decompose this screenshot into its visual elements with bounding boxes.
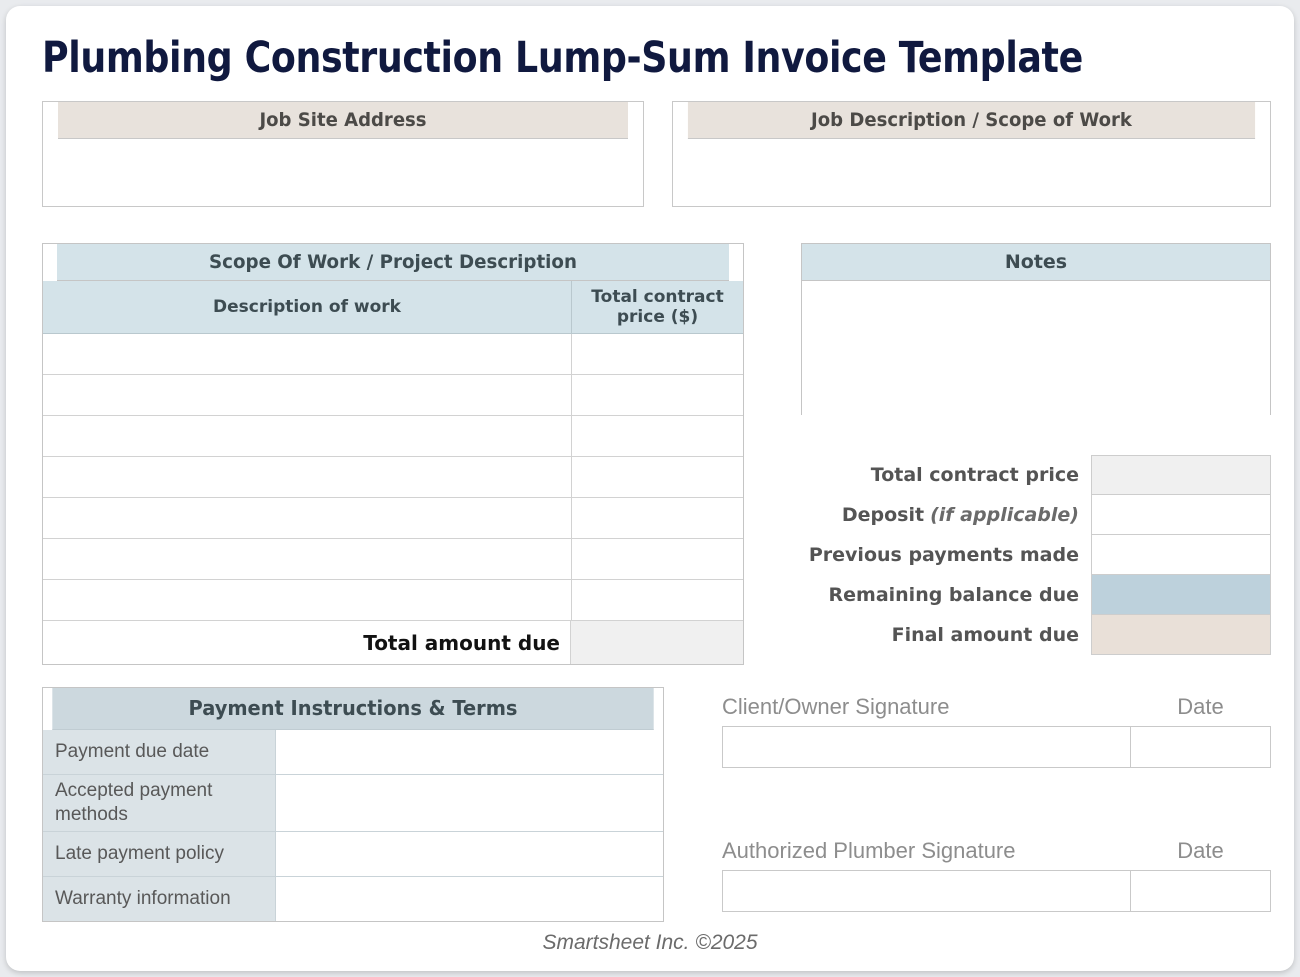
table-row	[43, 416, 743, 457]
cell-price[interactable]	[572, 334, 743, 374]
totals-label-text: Final amount due	[891, 624, 1079, 646]
totals-value-previous-payments[interactable]	[1091, 535, 1271, 575]
client-signature-date-input[interactable]	[1130, 726, 1271, 768]
totals-label: Total contract price	[826, 455, 1091, 495]
totals-label: Remaining balance due	[826, 575, 1091, 615]
payment-value-methods[interactable]	[276, 775, 663, 831]
cell-description[interactable]	[43, 580, 572, 620]
plumber-signature-group: Authorized Plumber Signature Date	[722, 838, 1271, 912]
table-row	[43, 580, 743, 621]
plumber-signature-date-input[interactable]	[1130, 870, 1271, 912]
scope-of-work-table: Scope Of Work / Project Description Desc…	[42, 243, 744, 665]
totals-label-note: (if applicable)	[930, 504, 1079, 526]
column-header-description: Description of work	[43, 281, 572, 333]
totals-value-total-contract-price[interactable]	[1091, 455, 1271, 495]
table-row	[43, 375, 743, 416]
cell-price[interactable]	[572, 375, 743, 415]
total-amount-due-row: Total amount due	[43, 621, 743, 664]
cell-description[interactable]	[43, 375, 572, 415]
job-description-section: Job Description / Scope of Work	[672, 101, 1271, 207]
table-row	[43, 334, 743, 375]
totals-row-deposit: Deposit(if applicable)	[826, 495, 1271, 535]
totals-label-text: Previous payments made	[808, 544, 1079, 566]
payment-label-late-policy: Late payment policy	[43, 832, 276, 876]
payment-instructions-table: Payment Instructions & Terms Payment due…	[42, 687, 664, 922]
totals-label-text: Total contract price	[870, 464, 1079, 486]
totals-value-deposit[interactable]	[1091, 495, 1271, 535]
scope-table-title: Scope Of Work / Project Description	[57, 244, 729, 281]
total-amount-due-label: Total amount due	[43, 621, 571, 664]
column-header-price: Total contract price ($)	[591, 287, 724, 327]
cell-description[interactable]	[43, 539, 572, 579]
payment-value-late-policy[interactable]	[276, 832, 663, 876]
payment-label-due-date: Payment due date	[43, 730, 276, 774]
totals-value-remaining-balance[interactable]	[1091, 575, 1271, 615]
cell-description[interactable]	[43, 498, 572, 538]
payment-row-warranty: Warranty information	[43, 877, 663, 921]
client-signature-boxes	[722, 726, 1271, 768]
payment-value-warranty[interactable]	[276, 877, 663, 921]
notes-input[interactable]	[802, 281, 1270, 415]
client-signature-group: Client/Owner Signature Date	[722, 694, 1271, 768]
job-description-header: Job Description / Scope of Work	[687, 102, 1256, 139]
cell-description[interactable]	[43, 416, 572, 456]
cell-price[interactable]	[572, 498, 743, 538]
payment-label-warranty: Warranty information	[43, 877, 276, 921]
footer-copyright: Smartsheet Inc. ©2025	[542, 931, 758, 954]
job-description-input[interactable]	[673, 139, 1270, 199]
totals-label: Deposit(if applicable)	[826, 495, 1091, 535]
payment-row-late-policy: Late payment policy	[43, 832, 663, 877]
payment-row-due-date: Payment due date	[43, 730, 663, 775]
totals-row-total-contract-price: Total contract price	[826, 455, 1271, 495]
payment-value-due-date[interactable]	[276, 730, 663, 774]
client-signature-labels: Client/Owner Signature Date	[722, 694, 1271, 720]
cell-price[interactable]	[572, 539, 743, 579]
totals-row-remaining-balance: Remaining balance due	[826, 575, 1271, 615]
totals-label-text: Remaining balance due	[828, 584, 1080, 606]
notes-header: Notes	[802, 244, 1270, 281]
table-row	[43, 498, 743, 539]
payment-instructions-header: Payment Instructions & Terms	[52, 688, 654, 730]
table-row	[43, 539, 743, 580]
job-site-address-header: Job Site Address	[58, 102, 628, 139]
total-amount-due-value[interactable]	[571, 621, 743, 664]
totals-row-final-amount: Final amount due	[826, 615, 1271, 655]
cell-description[interactable]	[43, 334, 572, 374]
cell-price[interactable]	[572, 416, 743, 456]
cell-price[interactable]	[572, 580, 743, 620]
plumber-signature-label: Authorized Plumber Signature	[722, 838, 1016, 863]
notes-section: Notes	[801, 243, 1271, 415]
payment-row-methods: Accepted payment methods	[43, 775, 663, 832]
plumber-signature-input[interactable]	[722, 870, 1130, 912]
totals-label-text: Deposit	[841, 504, 925, 526]
totals-label: Previous payments made	[809, 535, 1091, 575]
client-signature-input[interactable]	[722, 726, 1130, 768]
client-signature-date-label: Date	[1177, 694, 1224, 719]
plumber-signature-date-label: Date	[1177, 838, 1224, 863]
totals-row-previous-payments: Previous payments made	[809, 535, 1271, 575]
totals-summary: Total contract price Deposit(if applicab…	[809, 455, 1271, 655]
client-signature-label: Client/Owner Signature	[722, 694, 950, 719]
plumber-signature-boxes	[722, 870, 1271, 912]
cell-description[interactable]	[43, 457, 572, 497]
table-row	[43, 457, 743, 498]
job-site-address-input[interactable]	[43, 139, 643, 199]
scope-table-column-headers: Description of work Total contract price…	[43, 281, 743, 334]
totals-value-final-amount[interactable]	[1091, 615, 1271, 655]
invoice-page: Plumbing Construction Lump-Sum Invoice T…	[6, 6, 1294, 971]
cell-price[interactable]	[572, 457, 743, 497]
job-site-address-section: Job Site Address	[42, 101, 644, 207]
totals-label: Final amount due	[826, 615, 1091, 655]
plumber-signature-labels: Authorized Plumber Signature Date	[722, 838, 1271, 864]
page-title: Plumbing Construction Lump-Sum Invoice T…	[42, 33, 1083, 83]
payment-label-methods: Accepted payment methods	[43, 775, 276, 831]
